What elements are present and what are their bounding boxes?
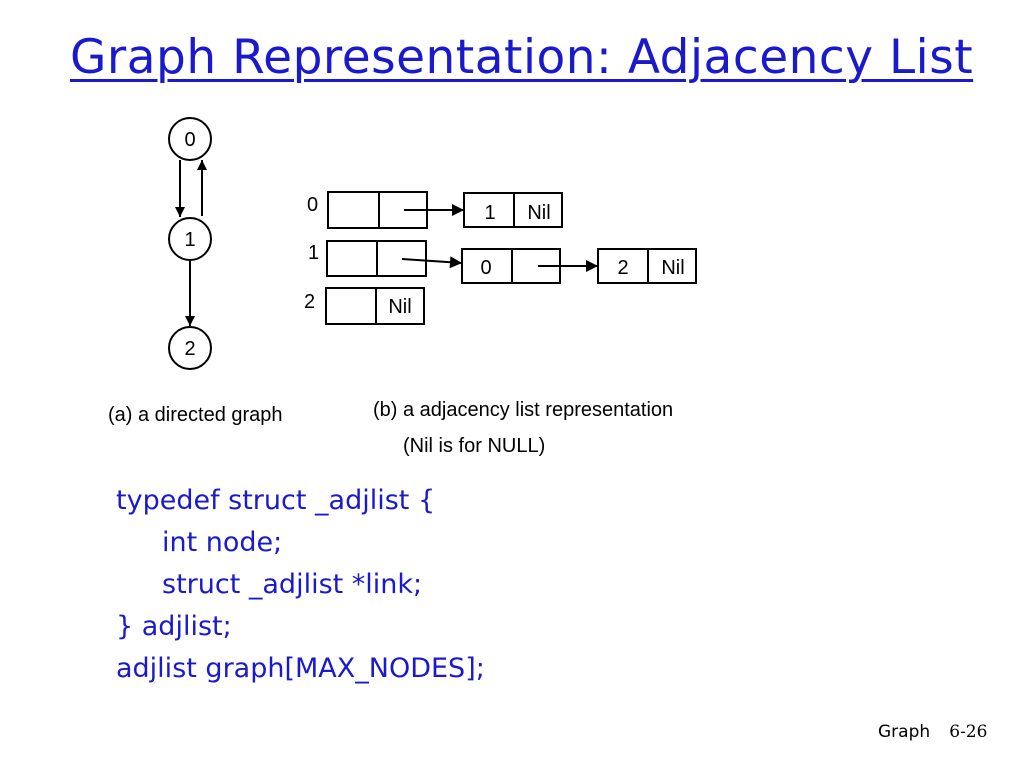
graph-caption: (a) a directed graph: [108, 404, 283, 426]
header-cell-2: Nil: [325, 287, 425, 325]
code-line: typedef struct _adjlist {: [116, 485, 436, 516]
graph-node-label: 2: [184, 338, 195, 360]
nil-label: Nil: [527, 202, 550, 224]
graph-node-0: 0: [168, 117, 212, 161]
directed-graph: 0 1 2 (a) a directed graph: [108, 117, 283, 426]
adjacency-list-figure: 0 1 2 (a) a directed graph 0 1 2: [108, 117, 697, 457]
slide-footer: Graph 6-26: [878, 722, 987, 742]
slide-title: Graph Representation: Adjacency List: [70, 30, 974, 85]
list-caption: (b) a adjacency list representation: [373, 399, 673, 421]
list-subcaption: (Nil is for NULL): [403, 435, 545, 457]
code-line: adjlist graph[MAX_NODES];: [116, 653, 485, 684]
graph-node-label: 1: [184, 229, 195, 251]
adjacency-list: 0 1 2 Nil 1 Nil 0: [304, 191, 697, 457]
code-block: typedef struct _adjlist { int node; stru…: [116, 480, 485, 690]
list-node-value: 1: [484, 202, 495, 224]
row-label-2: 2: [304, 291, 315, 313]
page-number: 6-26: [949, 722, 988, 742]
list-node-row1-2: 2 Nil: [597, 248, 697, 284]
header-cell-1: [326, 240, 427, 277]
footer-label: Graph: [878, 722, 931, 742]
nil-label: Nil: [388, 296, 411, 318]
graph-node-2: 2: [168, 326, 212, 370]
row-label-0: 0: [307, 194, 318, 216]
code-line: } adjlist;: [116, 611, 232, 642]
nil-label: Nil: [661, 257, 684, 279]
pointer-arrow-row1: [401, 256, 463, 269]
row-label-1: 1: [308, 242, 319, 264]
code-line: int node;: [162, 527, 283, 558]
code-line: struct _adjlist *link;: [162, 569, 423, 600]
list-node-value: 2: [617, 257, 628, 279]
list-node-row0-1: 1 Nil: [463, 192, 563, 228]
graph-node-label: 0: [184, 129, 195, 151]
list-node-value: 0: [480, 257, 491, 279]
graph-node-1: 1: [168, 217, 212, 261]
